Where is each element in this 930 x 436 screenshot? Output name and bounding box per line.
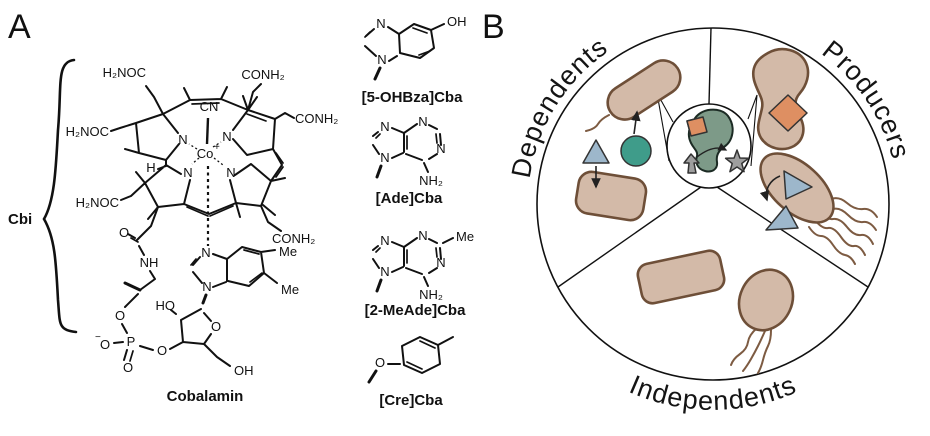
atom-label-n: N <box>376 16 385 31</box>
atom-label-n: N <box>226 165 235 180</box>
atom-label-n: N <box>380 264 389 279</box>
atom-label-n: N <box>418 228 427 243</box>
atom-label-n: N <box>380 119 389 134</box>
atom-label-oh: OH <box>234 363 254 378</box>
variant-ade-bonds <box>372 123 442 173</box>
atom-label-co-charge: + <box>214 142 220 153</box>
uptake-arrow <box>631 110 641 135</box>
flagellum <box>742 330 766 372</box>
atom-label-h2noc: H₂NOC <box>76 195 119 210</box>
atom-label-minus: − <box>95 332 101 343</box>
product-star <box>724 149 750 173</box>
atom-label-n: N <box>380 150 389 165</box>
atom-label-h2noc: H₂NOC <box>103 65 146 80</box>
double-bond-ticks <box>129 27 438 370</box>
gray-shapes <box>683 149 750 174</box>
atom-label-oh: OH <box>447 14 467 29</box>
atom-label-n: N <box>436 141 445 156</box>
atom-label-me: Me <box>281 282 299 297</box>
atom-label-n: N <box>418 114 427 129</box>
panel-a-letter: A <box>8 8 31 46</box>
cobalamin-caption: Cobalamin <box>167 388 244 405</box>
atom-label-o: O <box>119 225 129 240</box>
teal-circle <box>620 135 652 167</box>
mechanism-circle <box>666 103 752 189</box>
wedge-bonds <box>123 66 383 384</box>
blue-triangle-inside-cell <box>783 170 813 200</box>
cell-dependent-lower <box>574 170 648 222</box>
atom-label-o: O <box>157 343 167 358</box>
atom-label-n: N <box>201 245 210 260</box>
atom-label-nh: NH <box>140 255 159 270</box>
atom-label-h: H <box>146 160 155 175</box>
panel-a: A Cbi H₂NOC CONH₂ CN H₂NOC CONH₂ Co + N … <box>8 8 474 409</box>
flagellum <box>814 219 866 256</box>
variant-cre-bonds <box>387 336 454 374</box>
corrin-ring-bonds <box>110 83 295 232</box>
blue-triangles <box>582 139 813 231</box>
cbi-label: Cbi <box>8 211 32 228</box>
enzyme-bound-cofactor-square <box>686 116 708 137</box>
callout-lines-right <box>747 94 758 167</box>
cn-axial-bond <box>205 117 210 145</box>
atom-label-me: Me <box>456 229 474 244</box>
variant-name: [Cre]Cba <box>379 392 443 409</box>
cell-dependent-rod <box>606 59 682 121</box>
atom-label-co: Co <box>197 146 214 161</box>
blue-triangle-dependent <box>582 139 610 164</box>
central-mechanism <box>666 103 752 189</box>
export-arrow <box>759 175 781 202</box>
variant-5ohbza: N N OH [5-OHBza]Cba <box>362 14 467 106</box>
sector-divider-top <box>708 27 712 105</box>
variant-cre: O [Cre]Cba <box>375 336 454 409</box>
atom-label-n: N <box>377 52 386 67</box>
variant-5ohbza-bonds <box>364 23 445 62</box>
flagellum <box>730 327 758 366</box>
flagellum <box>585 114 610 132</box>
atom-label-conh2: CONH₂ <box>241 67 284 82</box>
atom-label-n: N <box>436 255 445 270</box>
atom-label-n: N <box>380 233 389 248</box>
atom-label-conh2: CONH₂ <box>295 111 338 126</box>
atom-label-n: N <box>178 132 187 147</box>
variant-2meade: N N N N Me NH₂ [2-MeAde]Cba <box>365 228 474 319</box>
atom-label-o: O <box>100 337 110 352</box>
substrate-arrow-shape <box>683 153 700 174</box>
cell-independent-rod <box>636 249 726 305</box>
blue-triangle-exported <box>765 205 799 231</box>
atom-label-me: Me <box>279 244 297 259</box>
variant-2meade-bonds <box>372 237 454 287</box>
atom-label-nh2: NH₂ <box>419 173 443 188</box>
variant-name: [5-OHBza]Cba <box>362 89 463 106</box>
flagellum <box>757 329 772 374</box>
cell-independent-oval <box>737 268 795 332</box>
atom-label-conh2: CONH₂ <box>272 231 315 246</box>
atom-label-cn: CN <box>200 99 219 114</box>
atom-label-n: N <box>222 129 231 144</box>
atom-label-ho: HO <box>156 298 176 313</box>
cofactor-diamond <box>768 94 808 132</box>
atom-label-o: O <box>123 360 133 375</box>
sector-divider-right <box>716 186 869 288</box>
atom-label-o: O <box>115 308 125 323</box>
atom-label-p: P <box>127 334 136 349</box>
co-n-dashed-bonds <box>188 141 224 166</box>
atom-label-o: O <box>211 319 221 334</box>
reaction-arrow <box>696 142 728 158</box>
variant-name: [2-MeAde]Cba <box>365 302 466 319</box>
atom-label-h2noc: H₂NOC <box>66 124 109 139</box>
nucleotide-loop-bonds <box>113 206 278 367</box>
variant-ade: N N N N NH₂ [Ade]Cba <box>372 114 446 207</box>
atom-label-o: O <box>375 355 385 370</box>
community-circle <box>536 27 890 381</box>
variant-name: [Ade]Cba <box>376 190 443 207</box>
atom-label-nh2: NH₂ <box>419 287 443 302</box>
atom-label-n: N <box>183 165 192 180</box>
cbi-brace <box>42 58 78 334</box>
atom-label-n: N <box>202 279 211 294</box>
flagellum <box>808 226 856 265</box>
panel-b-letter: B <box>482 8 505 46</box>
sector-divider-left <box>557 186 702 288</box>
